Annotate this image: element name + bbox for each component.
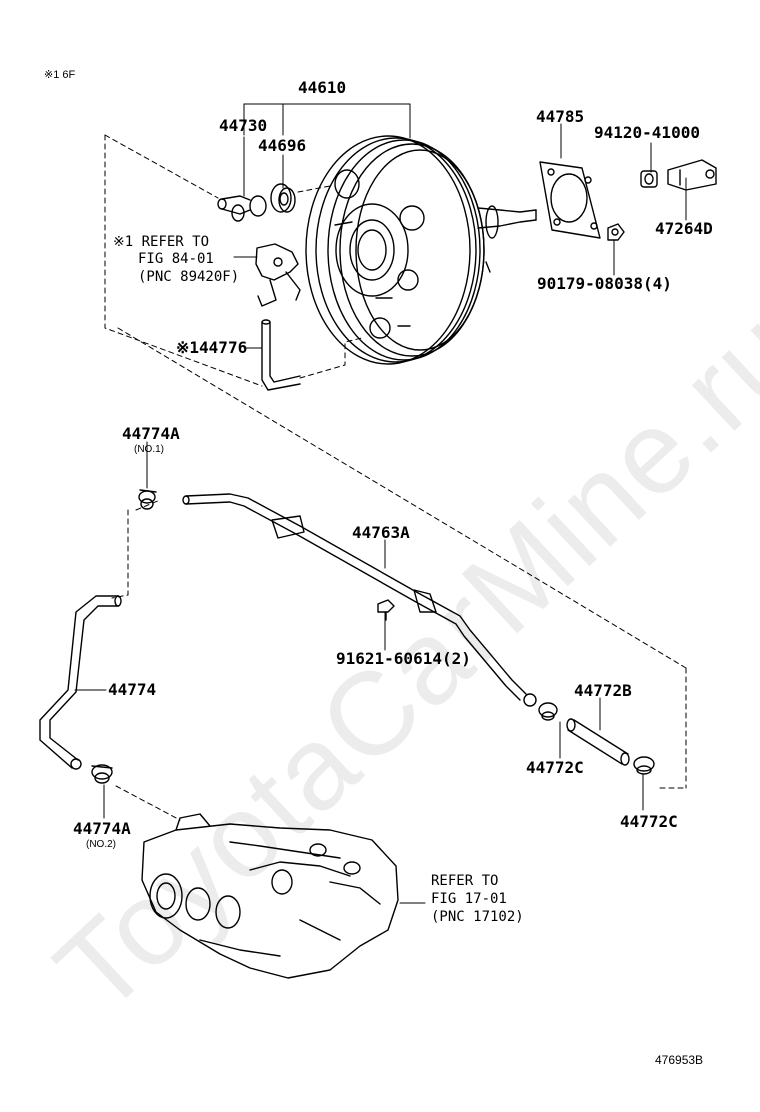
clevis-47264d	[667, 159, 717, 191]
part-44763a-label: 44763A	[352, 523, 410, 542]
leader-lines	[74, 103, 687, 904]
part-44774-label: 44774	[108, 680, 157, 699]
part-44785-label: 44785	[536, 107, 585, 126]
clips-44772c	[538, 702, 655, 775]
gasket	[539, 161, 601, 239]
part-44610-label: 44610	[298, 78, 347, 97]
hose-44776	[261, 319, 301, 391]
part-44776-label: ※144776	[176, 338, 248, 357]
part-94120-label: 94120-41000	[594, 123, 700, 142]
part-44696-label: 44696	[258, 136, 307, 155]
model-note: ※1 6F	[44, 69, 76, 81]
sensor-bracket	[255, 243, 301, 307]
part-91621-label: 91621-60614(2)	[336, 649, 471, 668]
ref-84-line2: FIG 84-01	[138, 251, 214, 267]
ref-84-line3: (PNC 89420F)	[138, 269, 240, 285]
part-44772b-label: 44772B	[574, 681, 632, 700]
part-47264d-label: 47264D	[655, 219, 713, 238]
hose-44774	[39, 595, 122, 770]
nut-94120	[640, 170, 658, 188]
part-44774a-bottom-label: 44774A	[73, 819, 131, 838]
figure-id: 476953B	[655, 1053, 704, 1067]
part-44774a-top-label: 44774A	[122, 424, 180, 443]
brake-booster	[305, 135, 537, 365]
bolt-91621	[377, 599, 395, 621]
part-44774a-top-sub: (NO.1)	[134, 444, 164, 455]
nut-90179	[607, 223, 625, 241]
ref-17-line2: FIG 17-01	[431, 891, 507, 907]
dashed-lines	[104, 134, 687, 821]
check-valve-44730	[217, 195, 267, 222]
clip-44774a-no2	[91, 764, 113, 784]
part-44772c-label-b: 44772C	[620, 812, 678, 831]
grommet-44696	[270, 183, 296, 213]
clip-44774a-no1	[138, 489, 157, 510]
part-44772c-label-a: 44772C	[526, 758, 584, 777]
intake-manifold	[141, 813, 399, 979]
ref-84-line1: ※1 REFER TO	[113, 234, 210, 250]
vacuum-pipe-44763a	[182, 493, 537, 707]
ref-17-line1: REFER TO	[431, 873, 499, 889]
part-44730-label: 44730	[219, 116, 268, 135]
hose-44772b	[566, 718, 630, 766]
part-90179-label: 90179-08038(4)	[537, 274, 672, 293]
ref-17-line3: (PNC 17102)	[431, 909, 524, 925]
part-44774a-bottom-sub: (NO.2)	[86, 839, 116, 850]
